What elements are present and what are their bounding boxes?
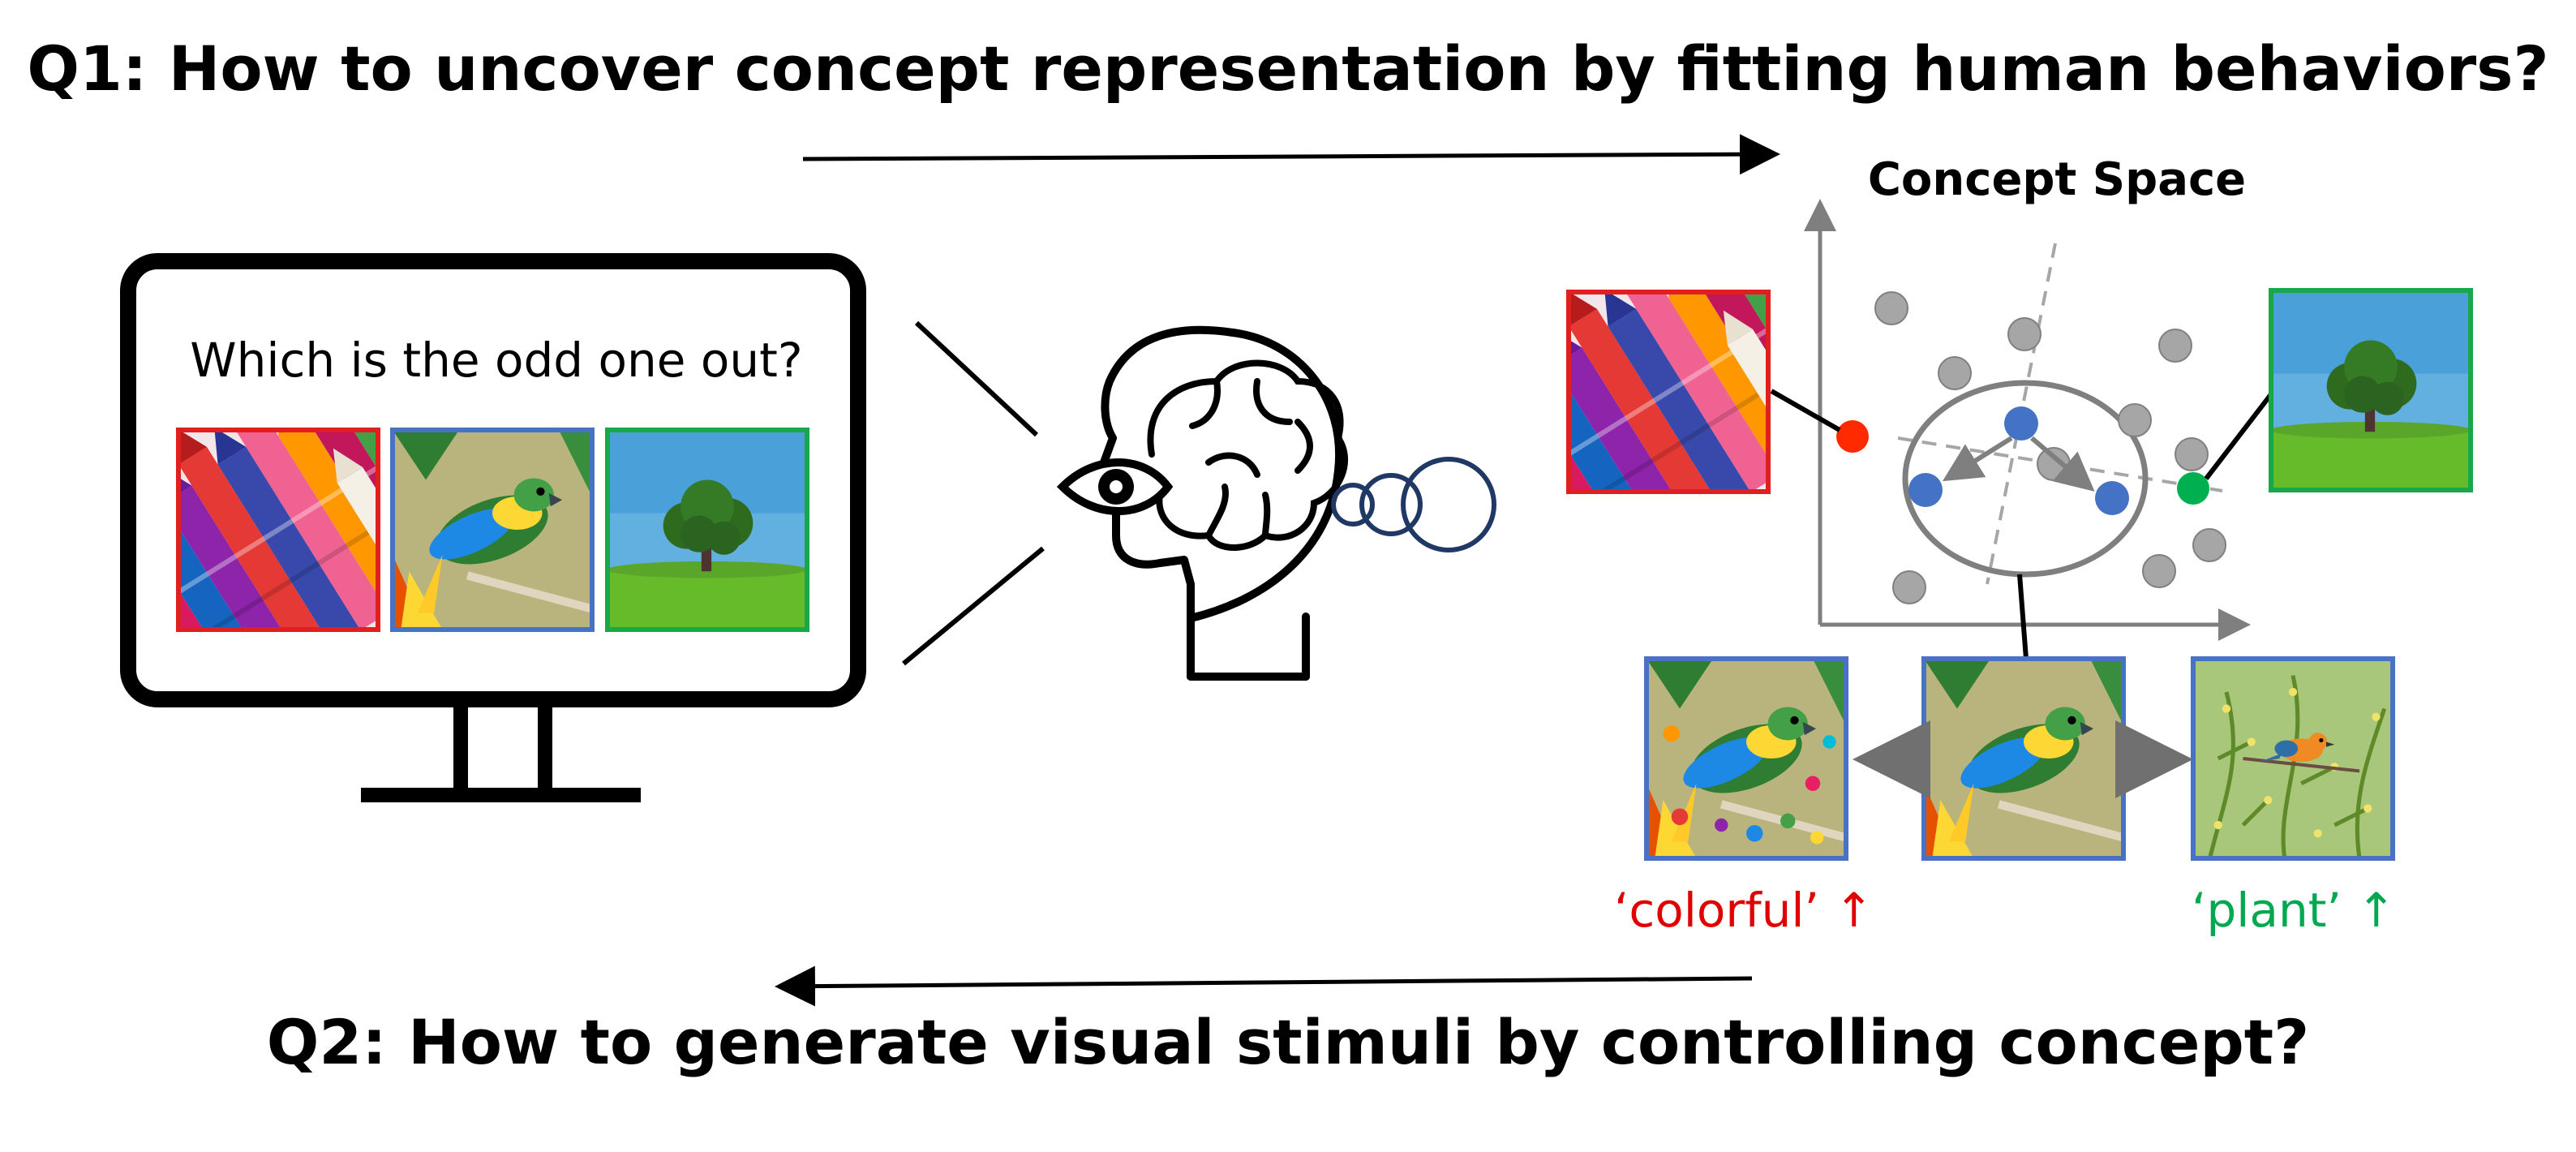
concept-space-dashed-axes: [1897, 243, 2223, 585]
eye-icon: [1056, 458, 1174, 515]
gaze-line-bottom: [902, 546, 1045, 666]
concept-cluster-ellipse: [1902, 380, 2149, 578]
gaze-line-top: [914, 320, 1039, 437]
odd-one-out-prompt: Which is the odd one out?: [190, 333, 802, 388]
human-head-icon: [1091, 325, 1344, 681]
crayon-image-space: [1566, 290, 1771, 494]
tree-connector: [2204, 393, 2273, 480]
blue-points: [1908, 406, 2129, 515]
embedding-arrows: [1942, 436, 2095, 492]
original-parrot-image: [1921, 656, 2126, 861]
parrot-image: [390, 428, 595, 632]
concept-space-title: Concept Space: [1868, 153, 2246, 206]
crayon-connector: [1770, 389, 1841, 432]
green-point: [2177, 472, 2209, 505]
tree-image: [605, 428, 809, 632]
concept-space-axes: [1804, 199, 2251, 641]
plant-bird-image: [2191, 656, 2395, 861]
colorful-parrot-image: [1644, 656, 1848, 861]
colorful-label: ‘colorful’ ↑: [1614, 883, 1874, 938]
crayon-image: [176, 428, 380, 632]
question-1-title: Q1: How to uncover concept representatio…: [27, 32, 2549, 105]
plant-label: ‘plant’ ↑: [2192, 883, 2396, 938]
brain-icon: [1147, 359, 1349, 551]
thought-bubble-icon: [1331, 457, 1496, 552]
question-2-title: Q2: How to generate visual stimuli by co…: [266, 1006, 2310, 1078]
q1-arrow: [802, 134, 1780, 175]
cluster-connector: [2017, 574, 2029, 660]
red-point: [1836, 420, 1869, 453]
tree-image-space: [2269, 288, 2473, 492]
gray-points: [1874, 291, 2226, 604]
q2-arrow: [775, 965, 1753, 1007]
